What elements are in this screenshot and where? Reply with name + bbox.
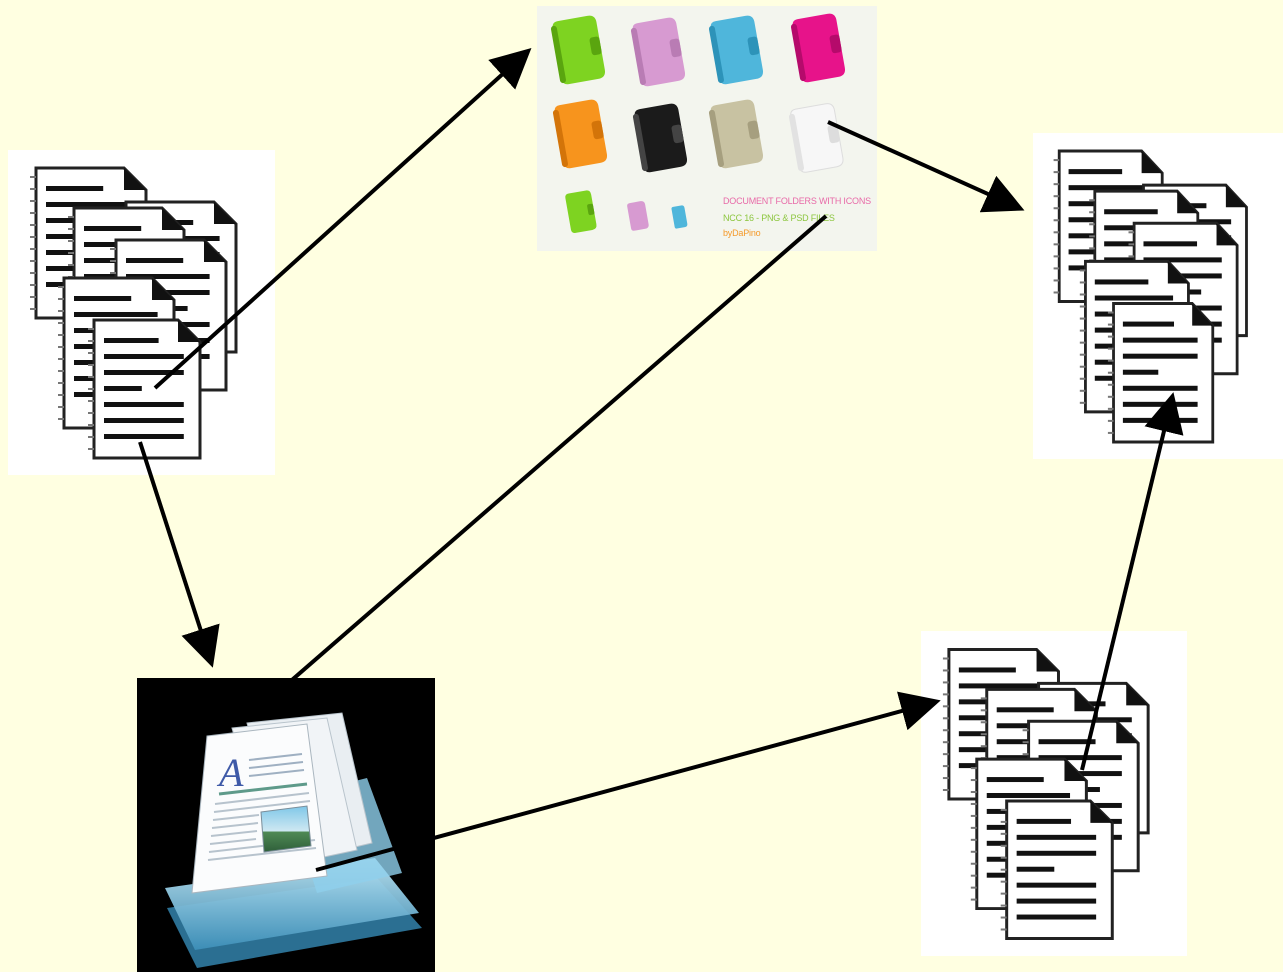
arrow-docs-to-folders: [153, 47, 532, 390]
folder-black-icon: [632, 103, 688, 173]
document-stack-right-bottom: [921, 631, 1187, 956]
word-processor-image: A: [137, 678, 435, 972]
folder-small-green-icon: [565, 190, 597, 234]
document-page: [1000, 799, 1114, 940]
document-stack-left: [8, 150, 275, 475]
arrow-docs-to-app: [138, 441, 220, 668]
folder-small-pink-icon: [627, 201, 649, 231]
svg-text:A: A: [216, 750, 244, 795]
folder-caption-subtitle: NCC 16 - PNG & PSD FILES: [723, 213, 835, 223]
folder-khaki-icon: [708, 99, 764, 169]
folder-green-icon: [550, 15, 606, 85]
arrow-app-to-docs-bottom: [315, 691, 941, 872]
folder-cyan-icon: [708, 15, 764, 85]
folder-small-cyan-icon: [671, 205, 688, 229]
word-processor-app-icon: A: [165, 712, 422, 968]
document-stack-icon: [1053, 149, 1248, 444]
folder-magenta-icon: [790, 13, 846, 83]
document-page: [88, 318, 202, 460]
document-stack-right-top: [1033, 133, 1283, 459]
folder-caption-title: DOCUMENT FOLDERS WITH ICONS: [723, 196, 871, 206]
folder-caption-author: byDaPino: [723, 228, 761, 238]
document-page: [1107, 302, 1215, 444]
folder-collection-image: DOCUMENT FOLDERS WITH ICONS NCC 16 - PNG…: [537, 6, 877, 251]
folder-collection-icon: [550, 13, 846, 234]
arrow-folders-to-app: [242, 214, 828, 723]
folder-orange-icon: [552, 99, 608, 169]
arrow-folders-to-docs-right: [827, 120, 1025, 213]
document-stack-icon: [942, 648, 1150, 940]
arrow-docs-bottom-to-docs-top: [1080, 392, 1184, 771]
folder-pink-icon: [630, 17, 686, 87]
document-stack-icon: [30, 166, 238, 460]
